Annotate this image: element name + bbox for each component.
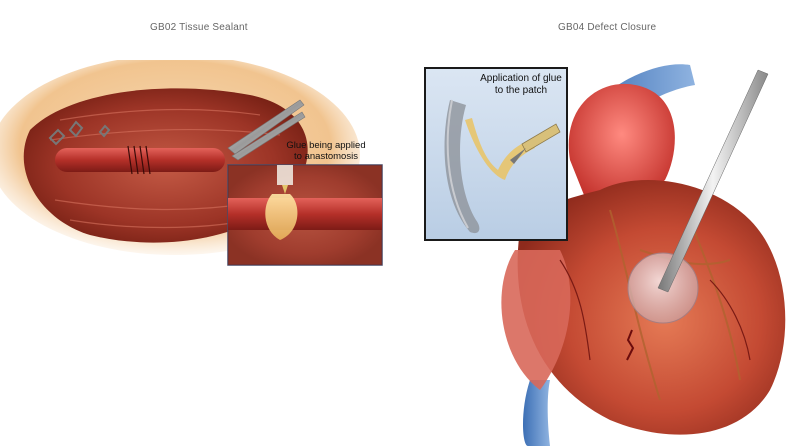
- forceps: [227, 99, 306, 161]
- inset-caption-patch-line1: Application of glue: [480, 73, 562, 84]
- panel-title-tissue-sealant: GB02 Tissue Sealant: [150, 22, 248, 33]
- defect: [626, 329, 635, 361]
- inset-caption-patch-line2: to the patch: [494, 85, 548, 96]
- glue-inset-box: [227, 164, 383, 266]
- inset-caption-glue-line1: Glue being applied: [286, 140, 366, 151]
- vena-cava: [523, 380, 550, 446]
- tissue-sealant-illustration: [0, 60, 383, 266]
- aorta: [568, 83, 675, 210]
- surgical-clamps: [48, 120, 111, 146]
- defect-closure-illustration: [424, 64, 786, 446]
- vessel: [55, 148, 225, 172]
- sutures: [127, 145, 151, 175]
- vessel-branches: [559, 259, 751, 361]
- patch-glue-inset-box: [424, 67, 568, 241]
- right-atrium: [501, 250, 571, 390]
- applicator-shaft: [657, 69, 769, 293]
- inset-caption-glue-line2: to anastomosis: [294, 151, 358, 162]
- panel-title-defect-closure: GB04 Defect Closure: [558, 22, 657, 33]
